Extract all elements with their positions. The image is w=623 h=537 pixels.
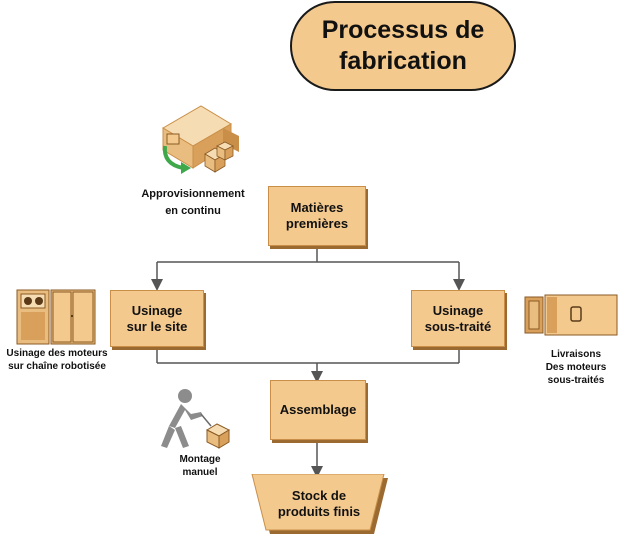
node-raw-materials: Matières premières (268, 186, 366, 246)
node-assembly: Assemblage (270, 380, 366, 440)
manual-label: Montage manuel (179, 454, 221, 478)
title-pill: Processus de fabrication (290, 1, 516, 91)
node-onsite-machining: Usinage sur le site (110, 290, 204, 347)
deliveries-label: Livraisons Des moteurs sous-traités (545, 349, 607, 386)
diagram-title: Processus de fabrication (321, 16, 485, 75)
delivery-truck-icon (162, 105, 239, 174)
node-finished-stock: Stock de produits finis (277, 488, 361, 519)
node-finished-stock-shape (251, 474, 388, 534)
delivery-truck-icon (524, 294, 618, 336)
robotic-machine-icon (16, 289, 96, 345)
node-subcontracted-machining: Usinage sous-traité (411, 290, 505, 347)
supply-label: Approvisionnement en continu (141, 188, 245, 217)
worker-carrying-box-icon (161, 389, 231, 449)
robotic-label: Usinage des moteurs sur chaîne robotisée (6, 348, 108, 372)
